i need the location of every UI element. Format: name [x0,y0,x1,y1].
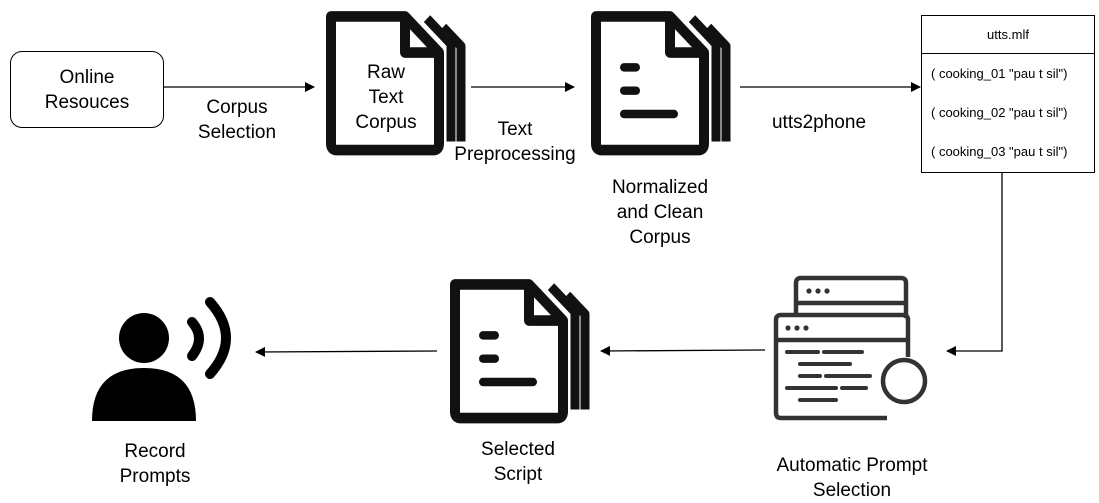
code-window-icon [773,275,928,421]
person-speaking-icon [92,297,231,421]
utts-mlf-row: ( cooking_02 "pau t sil") [931,105,1068,120]
online-resources-node: Online Resouces [10,51,164,128]
utts-mlf-table: utts.mlf ( cooking_01 "pau t sil") ( coo… [921,15,1095,173]
utts-mlf-header: utts.mlf [922,16,1094,54]
utts-mlf-row: ( cooking_01 "pau t sil") [931,66,1068,81]
corpus-selection-label: Corpus Selection [197,97,277,143]
normalized-corpus-label: Normalized and Clean Corpus [611,177,709,248]
raw-text-corpus-label: Raw Text Corpus [355,62,417,133]
utts2phone-label: utts2phone [771,112,867,133]
online-resources-label: Online Resouces [44,66,130,113]
automatic-prompt-selection-label: Automatic Prompt Selection [776,455,928,501]
utts-mlf-row: ( cooking_03 "pau t sil") [931,144,1068,159]
selected-script-document-icon [455,284,585,418]
text-preprocessing-label: Text Preprocessing [454,119,576,165]
arrow-script-to-record [255,346,438,357]
selected-script-label: Selected Script [481,439,555,485]
normalized-corpus-document-icon [596,16,726,150]
arrow-prompt-selection-to-script [600,345,766,356]
arrow-mlf-to-prompt-selection [946,173,1003,356]
record-prompts-label: Record Prompts [119,441,191,487]
